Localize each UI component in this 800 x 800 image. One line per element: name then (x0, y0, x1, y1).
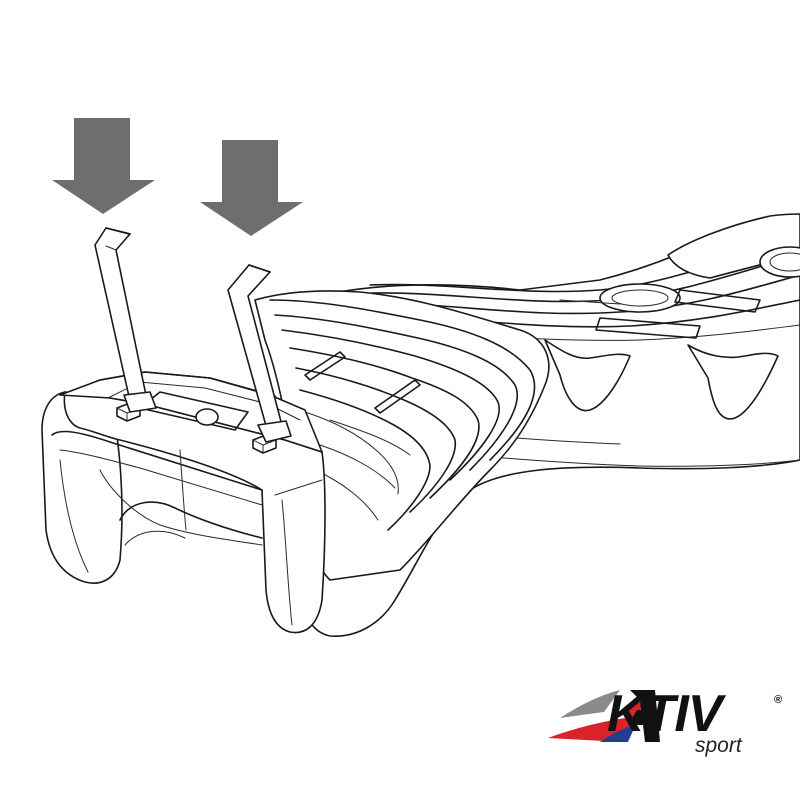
aktiv-sport-logo: KTIV ® sport (545, 688, 790, 768)
arrow-down-right-icon (200, 140, 303, 236)
front-mount-block (41, 371, 326, 634)
logo-subline: sport (695, 734, 742, 757)
logo-wordmark: KTIV (607, 685, 722, 743)
arrow-right-shape (200, 140, 303, 236)
left-mounting-bracket (94, 227, 157, 413)
logo-registered-mark: ® (774, 694, 783, 706)
right-mounting-bracket (227, 264, 292, 443)
brand-swoosh-icon (548, 690, 660, 742)
arrow-left-shape (52, 118, 155, 214)
rail-channels (254, 290, 550, 581)
arrow-down-left-icon (52, 118, 155, 214)
